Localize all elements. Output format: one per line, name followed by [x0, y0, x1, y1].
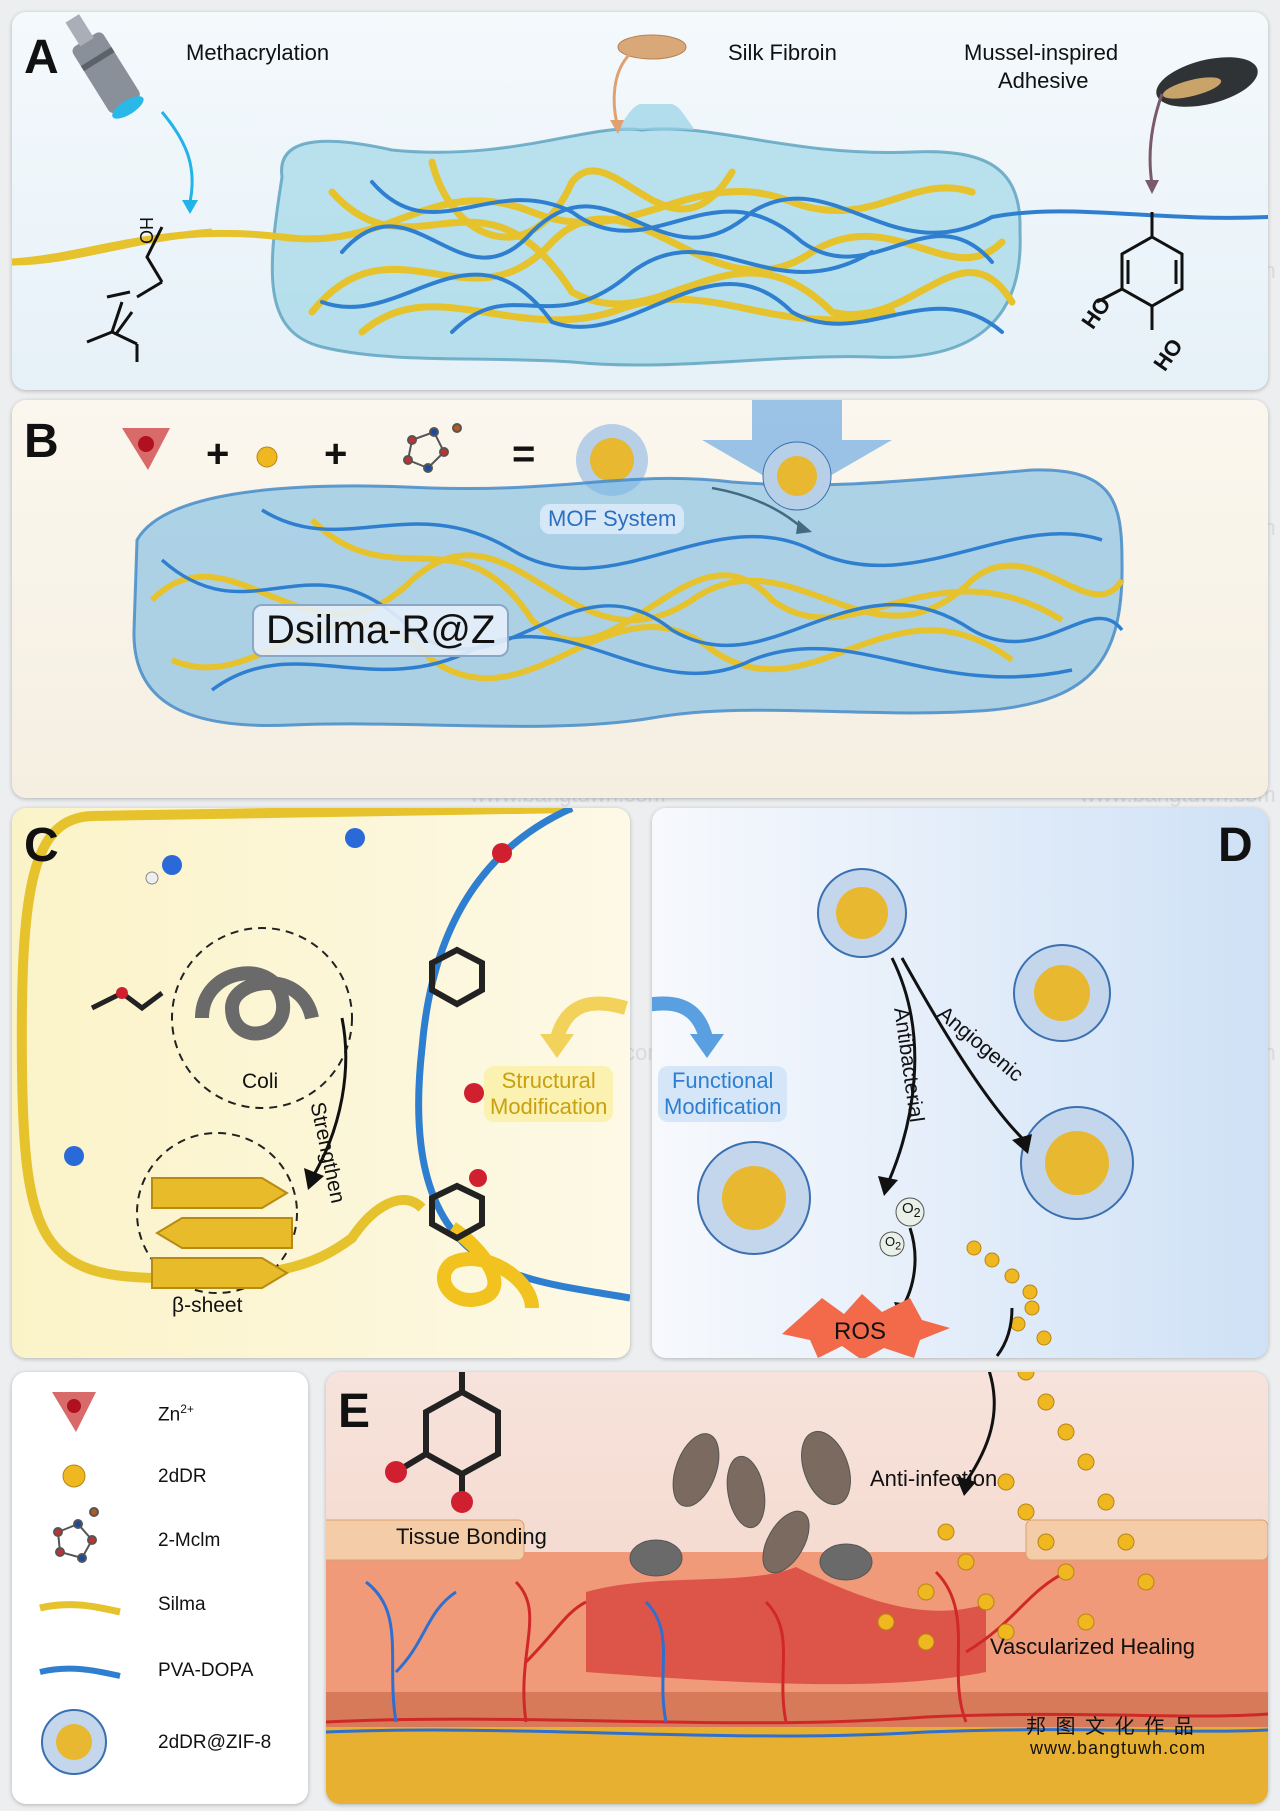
coli-region	[171, 927, 353, 1109]
panel-e-art	[326, 1372, 1268, 1804]
functional-modification-label: Functional Modification	[658, 1066, 788, 1122]
ros-label: ROS	[834, 1318, 887, 1345]
panel-a-letter: A	[24, 31, 59, 84]
plus-sign: +	[324, 432, 348, 476]
legend-label-2ddr: 2dDR	[158, 1466, 207, 1487]
legend-label-zn: Zn2+	[158, 1402, 194, 1426]
pva-strand	[415, 808, 630, 1302]
ho-label: HO	[136, 217, 156, 244]
plus-sign: +	[206, 432, 230, 476]
pva-strands	[160, 508, 1124, 692]
silma-strand	[16, 808, 573, 1284]
bacteria-icon	[629, 1431, 873, 1581]
tissue-bonding-label: Tissue Bonding	[396, 1524, 547, 1549]
legend-icons	[39, 1392, 121, 1775]
legend-label-pva-dopa: PVA-DOPA	[158, 1660, 254, 1681]
pva-strands	[320, 180, 1268, 334]
silk-cocoon-icon	[617, 34, 687, 60]
beta-sheet-region	[136, 1132, 298, 1294]
panel-b-art	[122, 400, 1125, 728]
methacrylate-structure	[86, 226, 164, 362]
silk-fibroin-label: Silk Fibroin	[728, 40, 837, 65]
coli-label: Coli	[242, 1070, 279, 1093]
wound-area	[586, 1567, 986, 1685]
beta-sheet-icon	[151, 1177, 293, 1289]
mussel-label-line1: Mussel-inspired	[964, 40, 1119, 65]
legend-label-2mclm: 2-Mclm	[158, 1530, 221, 1551]
panel-a: A Methacrylation Silk Fibroin Mussel-ins…	[12, 12, 1268, 390]
blood-vessels	[326, 1570, 1268, 1738]
panel-d-letter: D	[1218, 819, 1253, 872]
legend-panel: Zn2+ 2dDR 2-Mclm Silma PVA-DOPA 2dDR@ZIF…	[12, 1372, 308, 1804]
panel-e-letter: E	[338, 1385, 371, 1438]
helix	[437, 1222, 539, 1309]
anti-infection-label: Anti-infection	[870, 1466, 998, 1491]
coil-icon	[195, 966, 319, 1041]
uv-light-icon	[65, 14, 144, 119]
panel-d: D Functional Modification Antibacterial …	[652, 808, 1268, 1358]
dsilma-label: Dsilma-R@Z	[252, 604, 510, 657]
panel-b: B + + = MOF System Dsilma-R@Z	[12, 400, 1268, 798]
fat-layer	[326, 1727, 1268, 1804]
oxygen-label: O2	[902, 1200, 921, 1220]
molecule-icon	[64, 828, 512, 1242]
imidazole-molecule-icon	[53, 1507, 99, 1563]
structural-modification-label: Structural Modification	[484, 1066, 614, 1122]
dermis-layer	[326, 1692, 1268, 1732]
legend-label-nanoparticle: 2dDR@ZIF-8	[158, 1732, 272, 1753]
structural-line1: Structural	[501, 1068, 596, 1093]
panel-e: E Tissue Bonding Anti-infection Vascular…	[326, 1372, 1268, 1804]
panel-c-art	[16, 808, 630, 1309]
imidazole-molecule-icon	[403, 423, 462, 473]
panel-a-art	[12, 14, 1268, 367]
oxygen-label: O2	[885, 1234, 902, 1253]
beta-sheet-label: β-sheet	[172, 1294, 243, 1317]
hydrogel-capsule	[132, 468, 1124, 728]
panel-c: C Coli Strengthen β-sheet Structural Mod…	[12, 808, 630, 1358]
gold-sphere-icon	[62, 1464, 86, 1488]
brand-chinese: 邦 图 文 化 作 品	[1026, 1716, 1196, 1738]
gold-sphere-cluster	[877, 1372, 1155, 1651]
vascularized-healing-label: Vascularized Healing	[990, 1634, 1196, 1659]
yellow-strand-icon	[39, 1601, 121, 1616]
catechol-structure	[1096, 212, 1184, 330]
ros-burst-icon	[782, 1294, 950, 1358]
legend-label-silma: Silma	[158, 1594, 206, 1615]
functional-line2: Modification	[664, 1094, 782, 1119]
silk-funnel	[617, 104, 695, 130]
nanoparticle-icon	[697, 868, 1134, 1255]
panel-d-art	[652, 868, 1134, 1358]
blue-strand-icon	[39, 1665, 121, 1679]
mof-system-label: MOF System	[540, 504, 685, 534]
mussel-label-line2: Adhesive	[998, 68, 1089, 93]
catechol-molecule-icon	[394, 1372, 501, 1502]
oxygen-bubble-icon	[895, 1197, 925, 1227]
brand-url: www.bangtuwh.com	[1030, 1738, 1207, 1758]
panel-c-letter: C	[24, 819, 59, 872]
structural-line2: Modification	[490, 1094, 608, 1119]
panel-b-letter: B	[24, 415, 59, 468]
equals-sign: =	[512, 432, 536, 476]
functional-line1: Functional	[671, 1068, 774, 1093]
methacrylation-label: Methacrylation	[186, 40, 330, 65]
oxygen-bubble-icon	[879, 1231, 905, 1257]
gold-sphere-icon	[256, 446, 278, 468]
